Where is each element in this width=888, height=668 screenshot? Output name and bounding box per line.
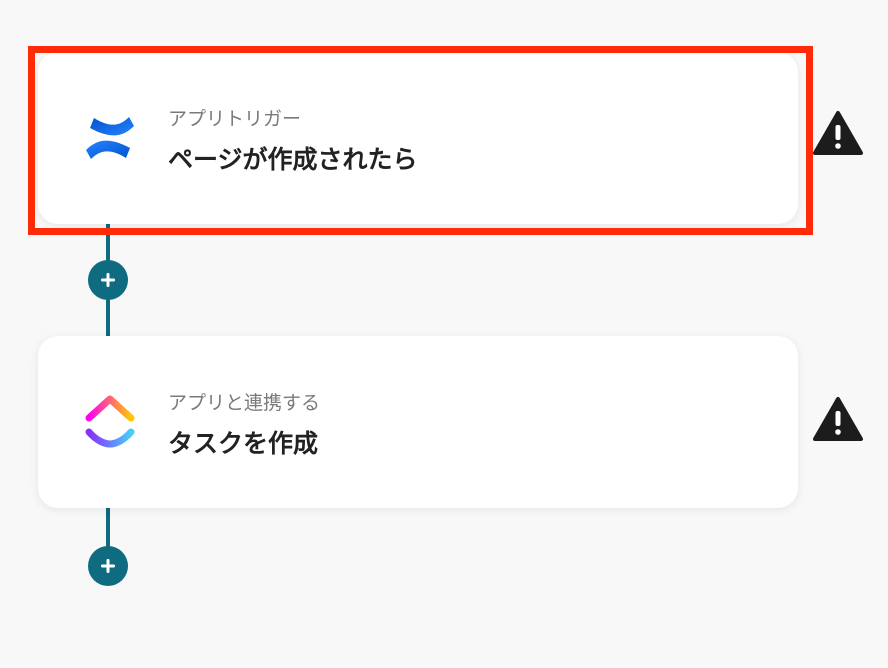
warning-icon bbox=[813, 111, 863, 155]
clickup-logo-icon bbox=[85, 395, 135, 448]
add-step-button[interactable] bbox=[88, 546, 128, 586]
connector-line-2 bbox=[106, 508, 110, 568]
step-title: ページが作成されたら bbox=[168, 145, 418, 174]
warning-icon bbox=[813, 397, 863, 441]
action-step-card[interactable]: アプリと連携する タスクを作成 bbox=[38, 336, 798, 508]
step-type-label: アプリトリガー bbox=[168, 108, 302, 130]
step-title: タスクを作成 bbox=[168, 429, 319, 458]
step-type-label: アプリと連携する bbox=[168, 392, 321, 414]
trigger-step-card[interactable]: アプリトリガー ページが作成されたら bbox=[38, 52, 798, 224]
plus-icon bbox=[101, 559, 115, 573]
add-step-button[interactable] bbox=[88, 260, 128, 300]
confluence-logo-icon bbox=[86, 117, 134, 159]
plus-icon bbox=[101, 273, 115, 287]
